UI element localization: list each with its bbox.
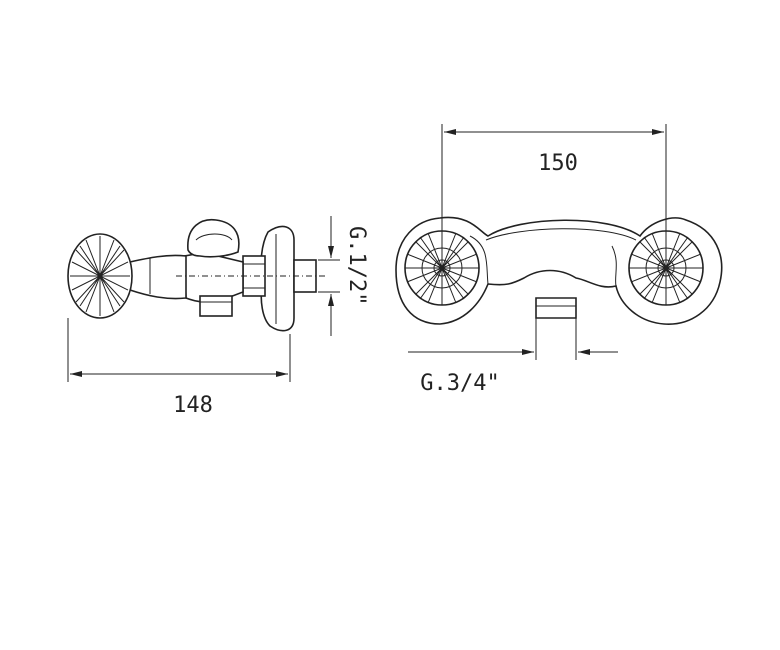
- crystal-knob-right: [628, 230, 704, 306]
- handle-stem: [129, 254, 187, 300]
- outlet-front: [535, 297, 577, 319]
- outlet-spout: [199, 295, 233, 317]
- dimension-148-label: 148: [173, 393, 213, 418]
- mixer-body: [183, 252, 244, 303]
- crystal-knob-side: [67, 233, 133, 319]
- body-dome: [187, 218, 240, 258]
- side-view: 148 G.1/2": [67, 216, 369, 418]
- front-view: 150 G.3/4": [395, 124, 723, 396]
- thread-label-g12: G.1/2": [344, 226, 369, 305]
- crystal-knob-left: [404, 230, 480, 306]
- thread-label-g34: G.3/4": [420, 371, 499, 396]
- dimension-150-label: 150: [538, 151, 578, 176]
- wall-flange: [260, 225, 295, 332]
